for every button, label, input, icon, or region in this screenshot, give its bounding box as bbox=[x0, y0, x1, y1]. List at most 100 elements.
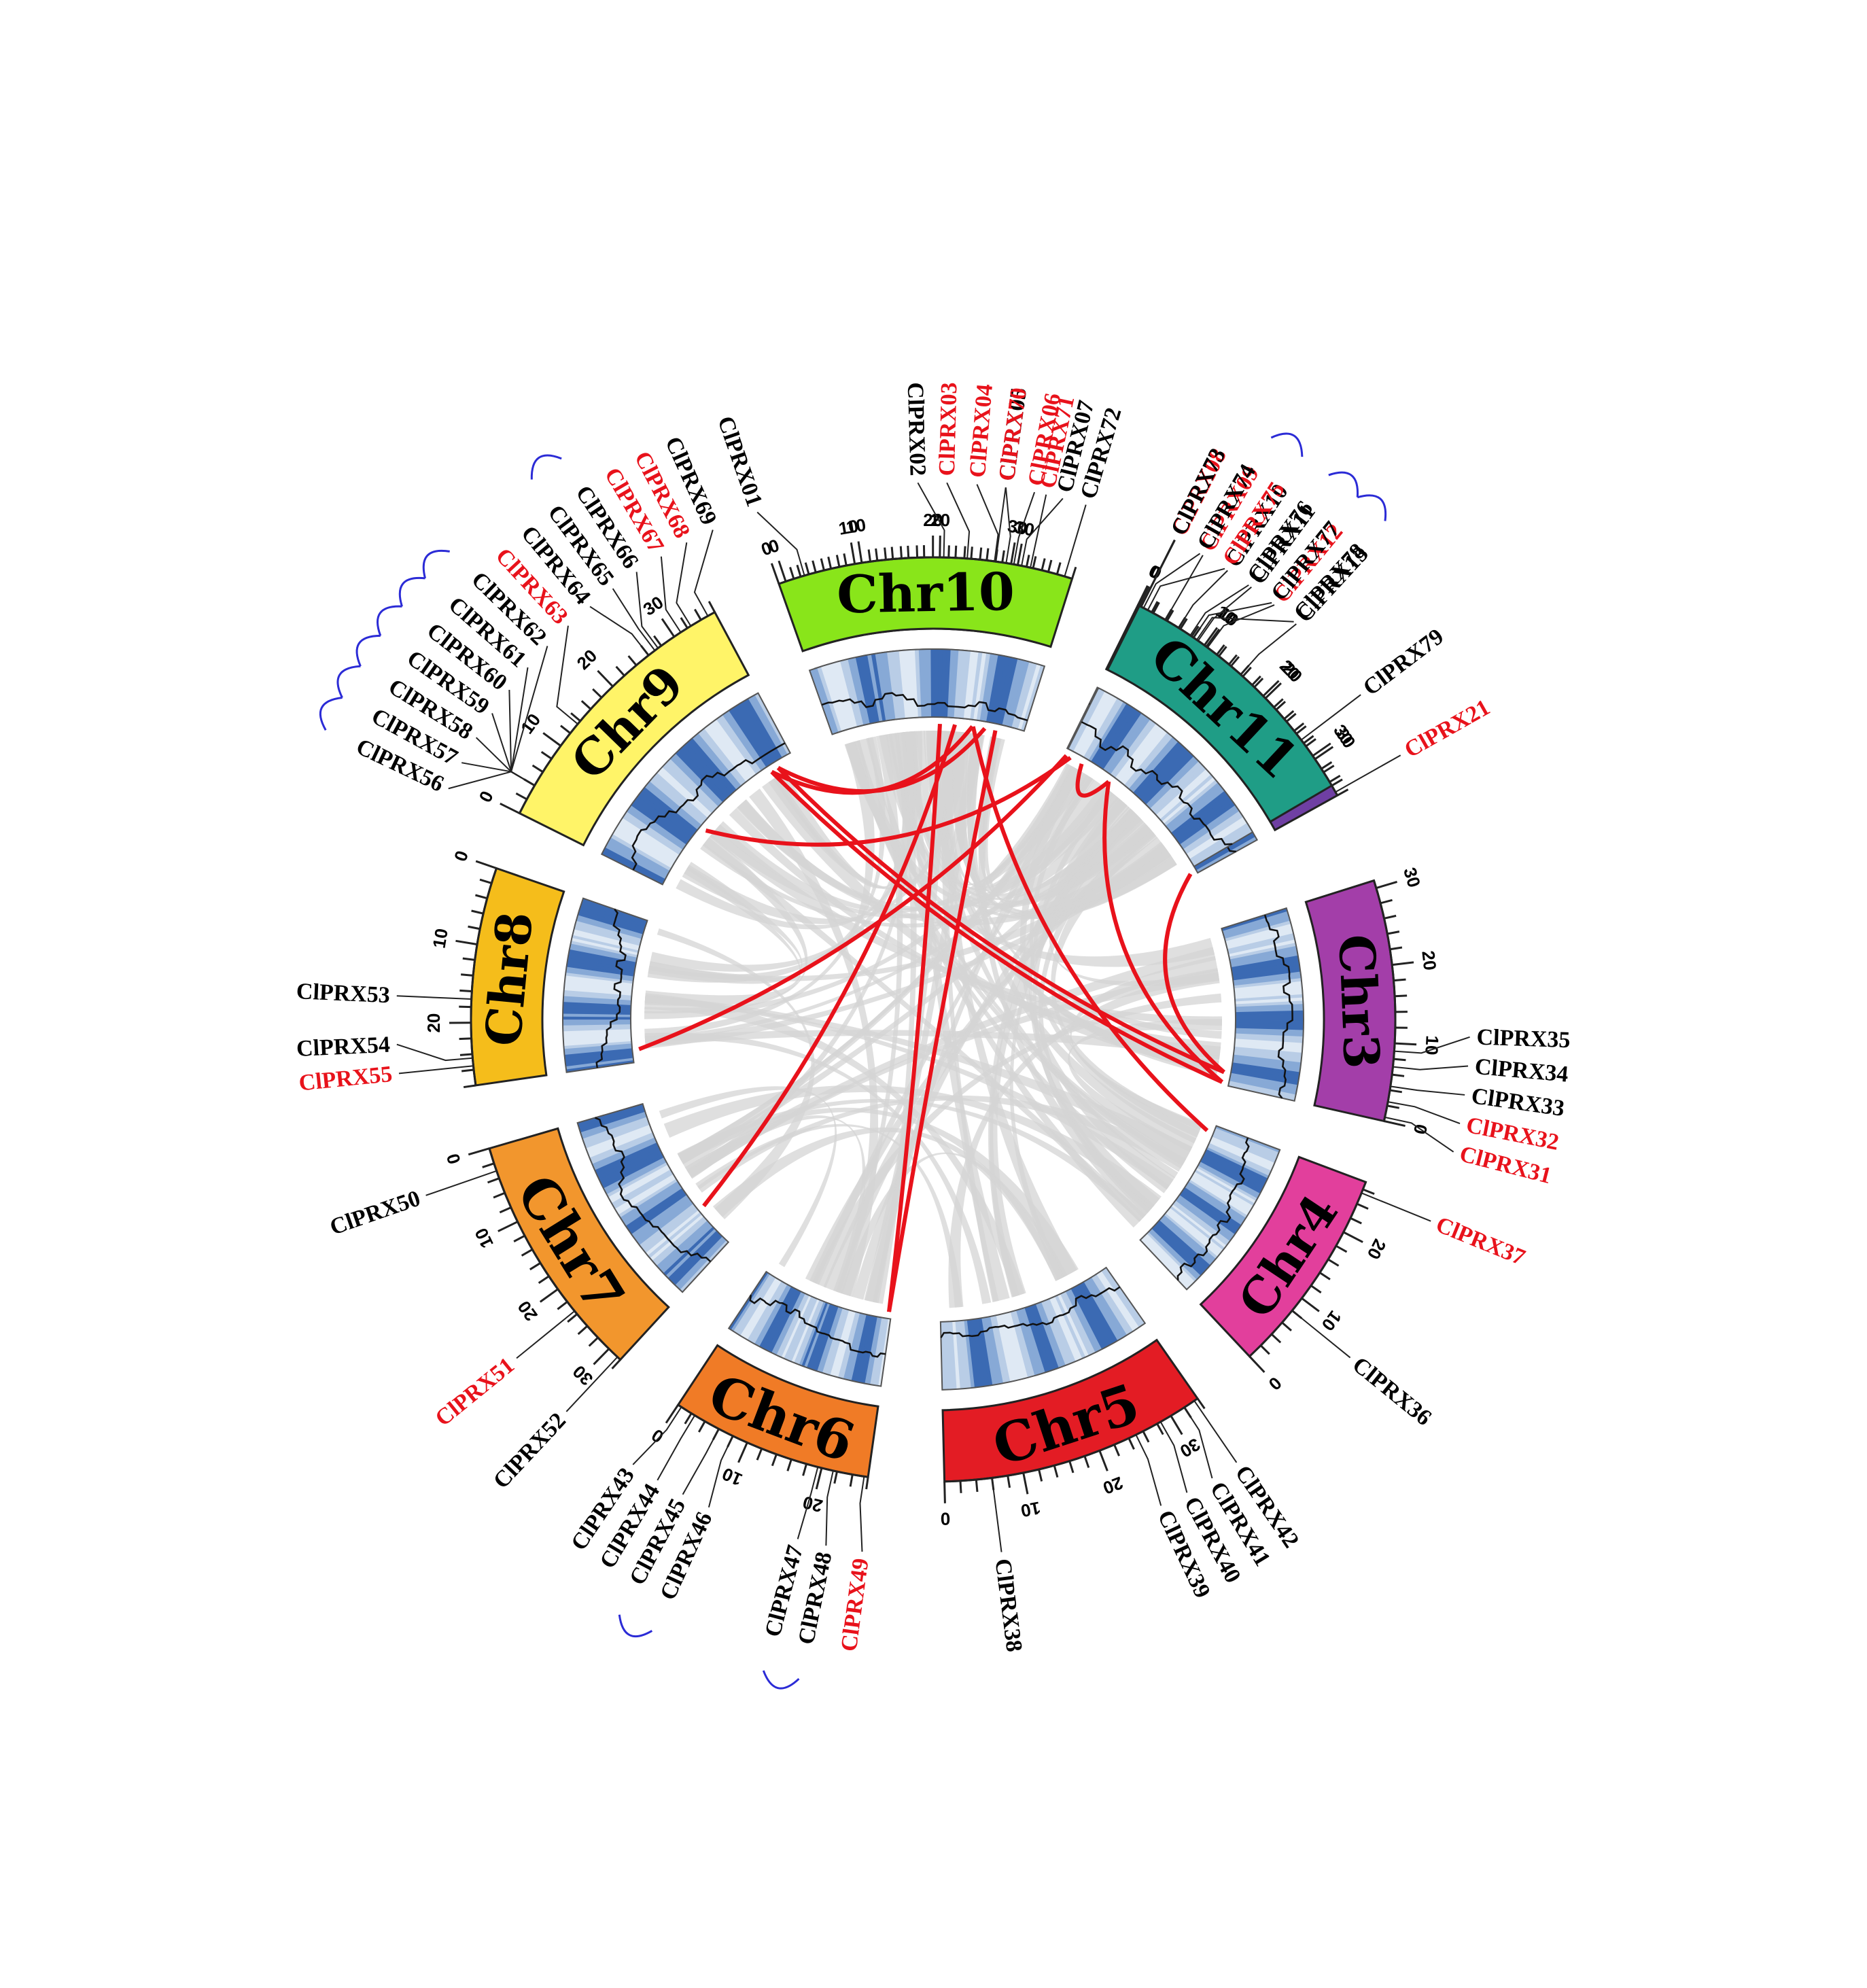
density-cell bbox=[747, 1280, 784, 1342]
density-cell bbox=[612, 831, 674, 869]
density-cell bbox=[1234, 1041, 1303, 1050]
density-cell bbox=[1164, 1213, 1218, 1259]
density-line bbox=[749, 1295, 886, 1358]
axis-tick bbox=[1228, 654, 1238, 665]
tick-label: 10 bbox=[1019, 1497, 1042, 1521]
gene-clprx49[interactable]: ClPRX49 bbox=[837, 1476, 874, 1653]
density-cell bbox=[766, 1289, 799, 1352]
density-cell bbox=[783, 1296, 814, 1360]
gene-label: ClPRX34 bbox=[1473, 1054, 1569, 1087]
gene-clprx37[interactable]: ClPRX37 bbox=[1361, 1192, 1529, 1270]
gene-leader-line bbox=[398, 1065, 474, 1075]
density-cell bbox=[1049, 1297, 1079, 1362]
density-cell bbox=[622, 814, 682, 855]
segmental-link bbox=[702, 724, 957, 1208]
gene-clprx01[interactable]: ClPRX01 bbox=[712, 413, 805, 576]
density-cell bbox=[639, 1203, 695, 1248]
density-cell bbox=[649, 1214, 704, 1261]
axis-tick bbox=[653, 635, 663, 647]
synteny-band bbox=[982, 737, 1167, 913]
tick-label: 0 bbox=[648, 1425, 667, 1447]
axis-tick bbox=[890, 546, 894, 559]
density-cell bbox=[788, 1297, 818, 1362]
gene-label: ClPRX38 bbox=[990, 1557, 1026, 1653]
density-cell bbox=[563, 1031, 631, 1038]
density-cell bbox=[1233, 975, 1302, 986]
density-cell bbox=[1171, 790, 1227, 835]
density-track-chr3 bbox=[1221, 907, 1304, 1102]
axis-tick bbox=[1038, 1469, 1043, 1482]
gene-clprx04[interactable]: ClPRX04 bbox=[965, 383, 999, 562]
axis-tick bbox=[1083, 1455, 1090, 1468]
gene-clprx55[interactable]: ClPRX55 bbox=[298, 1062, 474, 1096]
gene-clprx03[interactable]: ClPRX03 bbox=[935, 382, 971, 559]
density-cell bbox=[816, 1306, 841, 1372]
density-cell bbox=[1091, 703, 1130, 763]
density-cell bbox=[603, 847, 666, 882]
axis-tick bbox=[708, 601, 716, 613]
gene-clprx34[interactable]: ClPRX34 bbox=[1393, 1054, 1569, 1087]
gene-clprx35[interactable]: ClPRX35 bbox=[1394, 1025, 1571, 1054]
gene-leader-line bbox=[1291, 1310, 1351, 1359]
chromosome-axis bbox=[944, 1397, 1198, 1483]
chromosome-axis bbox=[677, 1403, 869, 1478]
density-cell bbox=[1221, 908, 1288, 932]
density-cell bbox=[582, 1117, 648, 1143]
tick-label: 10 bbox=[719, 1463, 746, 1490]
density-cell bbox=[608, 1164, 669, 1200]
axis-tick bbox=[1386, 930, 1400, 935]
gene-leader-line bbox=[510, 646, 548, 786]
gene-clprx54[interactable]: ClPRX54 bbox=[296, 1032, 473, 1062]
axis-tick bbox=[1262, 680, 1280, 697]
density-cell bbox=[654, 772, 708, 820]
gene-leader-line bbox=[589, 606, 650, 656]
axis-tick bbox=[521, 1249, 533, 1257]
gene-clprx79[interactable]: ClPRX79 bbox=[1300, 624, 1449, 741]
axis-tick bbox=[1128, 1437, 1135, 1450]
gene-leader-line bbox=[448, 771, 536, 790]
gene-clprx21[interactable]: ClPRX21 bbox=[1335, 695, 1495, 793]
density-cell bbox=[859, 1316, 875, 1383]
density-cell bbox=[572, 935, 639, 953]
gene-clprx36[interactable]: ClPRX36 bbox=[1291, 1310, 1436, 1431]
axis-tick bbox=[857, 541, 863, 563]
density-cell bbox=[647, 781, 702, 828]
density-line bbox=[1081, 721, 1233, 845]
density-cell bbox=[1232, 1057, 1301, 1070]
axis-tick bbox=[1270, 1333, 1282, 1344]
density-cell bbox=[581, 1114, 647, 1139]
density-cell bbox=[835, 1311, 856, 1378]
tick-label: 20 bbox=[573, 645, 601, 674]
density-cell bbox=[1223, 914, 1290, 937]
density-cell bbox=[563, 996, 631, 1003]
gene-clprx50[interactable]: ClPRX50 bbox=[327, 1170, 497, 1240]
axis-tick bbox=[1007, 1475, 1011, 1488]
gene-clprx53[interactable]: ClPRX53 bbox=[296, 979, 472, 1008]
gene-clprx02[interactable]: ClPRX02 bbox=[903, 382, 945, 558]
density-cell bbox=[778, 1294, 809, 1358]
density-cell bbox=[1179, 1193, 1237, 1235]
axis-tick bbox=[1142, 1431, 1150, 1443]
density-cell bbox=[568, 954, 635, 970]
density-cell bbox=[710, 721, 754, 778]
axis-tick bbox=[1283, 710, 1295, 720]
density-cell bbox=[1096, 707, 1136, 767]
axis-tick bbox=[1071, 566, 1077, 579]
axis-tick bbox=[985, 548, 990, 561]
axis-tick bbox=[1138, 586, 1151, 607]
density-cell bbox=[1212, 1132, 1277, 1161]
axis-tick bbox=[538, 1275, 550, 1285]
density-cell bbox=[1188, 1179, 1248, 1219]
density-cell bbox=[719, 714, 762, 773]
density-cell bbox=[1131, 739, 1179, 793]
density-cell bbox=[731, 706, 772, 766]
axis-tick bbox=[1312, 742, 1331, 757]
density-cell bbox=[1119, 728, 1165, 784]
density-cell bbox=[587, 1127, 652, 1155]
density-cell bbox=[1004, 1312, 1025, 1380]
axis-tick bbox=[1319, 1272, 1331, 1280]
